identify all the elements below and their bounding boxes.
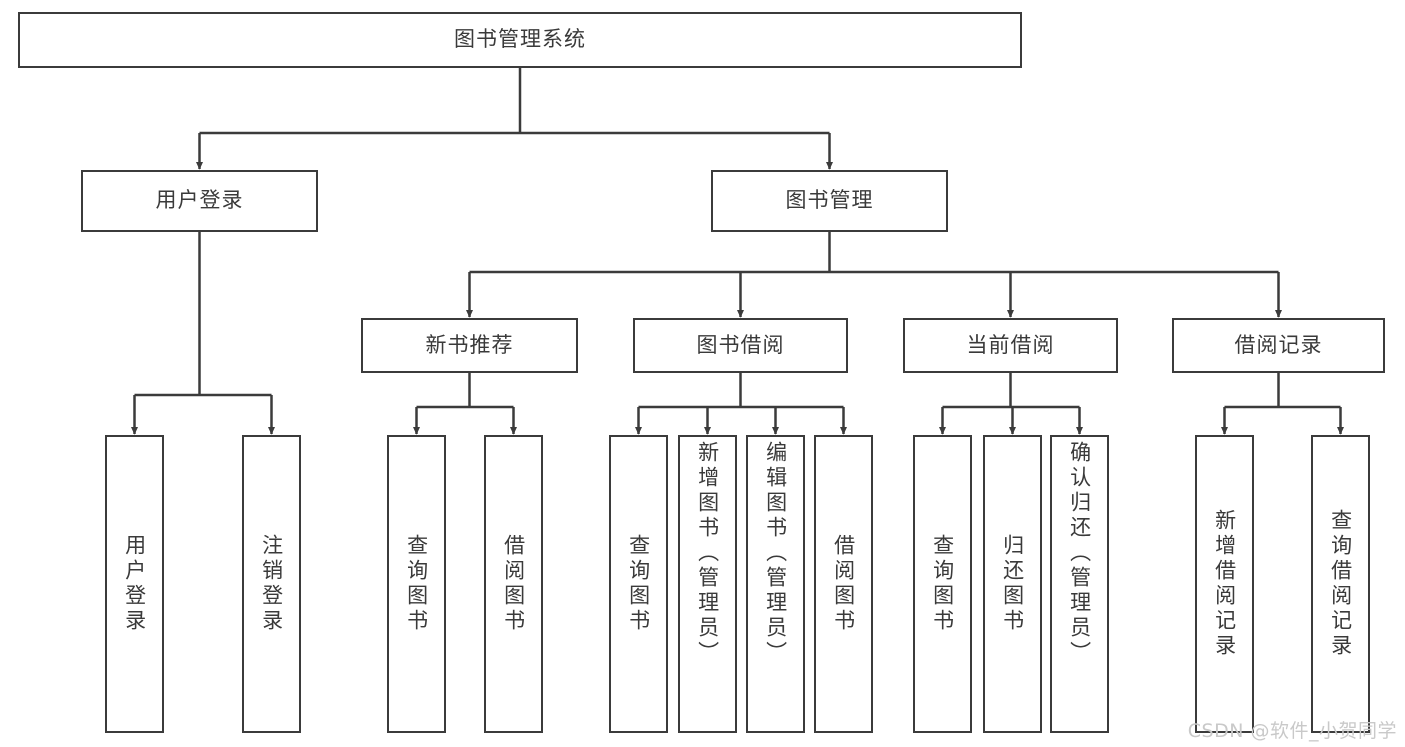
node-label-login: 用户登录 — [155, 188, 244, 213]
node-bookmgmt[interactable]: 图书管理 — [711, 170, 948, 232]
node-root[interactable]: 图书管理系统 — [18, 12, 1022, 68]
node-label-leaf-new-1: 查询图书 — [404, 534, 429, 634]
node-label-leaf-cur-1: 查询图书 — [930, 534, 955, 634]
node-leaf-login-2[interactable]: 注销登录 — [242, 435, 301, 733]
node-label-leaf-new-2: 借阅图书 — [501, 534, 526, 634]
node-label-leaf-bor-1: 查询图书 — [626, 534, 651, 634]
node-borrow[interactable]: 图书借阅 — [633, 318, 848, 373]
node-current[interactable]: 当前借阅 — [903, 318, 1118, 373]
node-label-root: 图书管理系统 — [454, 27, 586, 52]
node-leaf-cur-3[interactable]: 确认归还（管理员） — [1050, 435, 1109, 733]
node-leaf-cur-1[interactable]: 查询图书 — [913, 435, 972, 733]
node-label-current: 当前借阅 — [966, 332, 1055, 357]
node-label-leaf-bor-2: 新增图书（管理员） — [695, 441, 720, 666]
node-leaf-rec-1[interactable]: 新增借阅记录 — [1195, 435, 1254, 733]
node-leaf-new-1[interactable]: 查询图书 — [387, 435, 446, 733]
node-label-newbook: 新书推荐 — [425, 332, 514, 357]
node-label-borrow: 图书借阅 — [696, 332, 785, 357]
node-label-leaf-login-2: 注销登录 — [259, 534, 284, 634]
node-login[interactable]: 用户登录 — [81, 170, 318, 232]
node-records[interactable]: 借阅记录 — [1172, 318, 1385, 373]
node-leaf-login-1[interactable]: 用户登录 — [105, 435, 164, 733]
node-leaf-cur-2[interactable]: 归还图书 — [983, 435, 1042, 733]
edge-group — [130, 68, 1345, 435]
node-newbook[interactable]: 新书推荐 — [361, 318, 578, 373]
node-label-leaf-cur-2: 归还图书 — [1000, 534, 1025, 634]
node-label-leaf-login-1: 用户登录 — [122, 534, 147, 634]
node-leaf-rec-2[interactable]: 查询借阅记录 — [1311, 435, 1370, 733]
node-label-leaf-rec-2: 查询借阅记录 — [1328, 509, 1353, 659]
node-leaf-bor-4[interactable]: 借阅图书 — [814, 435, 873, 733]
node-leaf-bor-3[interactable]: 编辑图书（管理员） — [746, 435, 805, 733]
node-leaf-bor-1[interactable]: 查询图书 — [609, 435, 668, 733]
node-label-leaf-bor-3: 编辑图书（管理员） — [763, 441, 788, 666]
node-label-records: 借阅记录 — [1234, 332, 1323, 357]
node-leaf-new-2[interactable]: 借阅图书 — [484, 435, 543, 733]
node-label-leaf-cur-3: 确认归还（管理员） — [1067, 441, 1092, 666]
node-label-bookmgmt: 图书管理 — [785, 188, 874, 213]
node-leaf-bor-2[interactable]: 新增图书（管理员） — [678, 435, 737, 733]
node-label-leaf-bor-4: 借阅图书 — [831, 534, 856, 634]
node-label-leaf-rec-1: 新增借阅记录 — [1212, 509, 1237, 659]
